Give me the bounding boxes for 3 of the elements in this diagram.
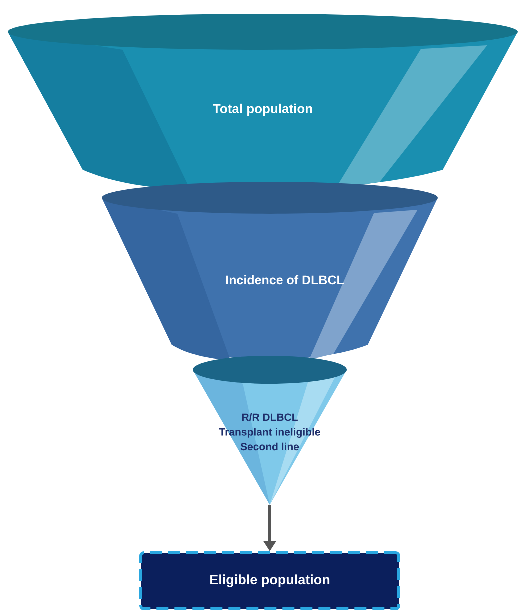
result-box: Eligible population bbox=[140, 552, 400, 610]
funnel-segment: Incidence of DLBCL bbox=[102, 182, 438, 361]
funnel-segment: Total population bbox=[8, 14, 518, 191]
